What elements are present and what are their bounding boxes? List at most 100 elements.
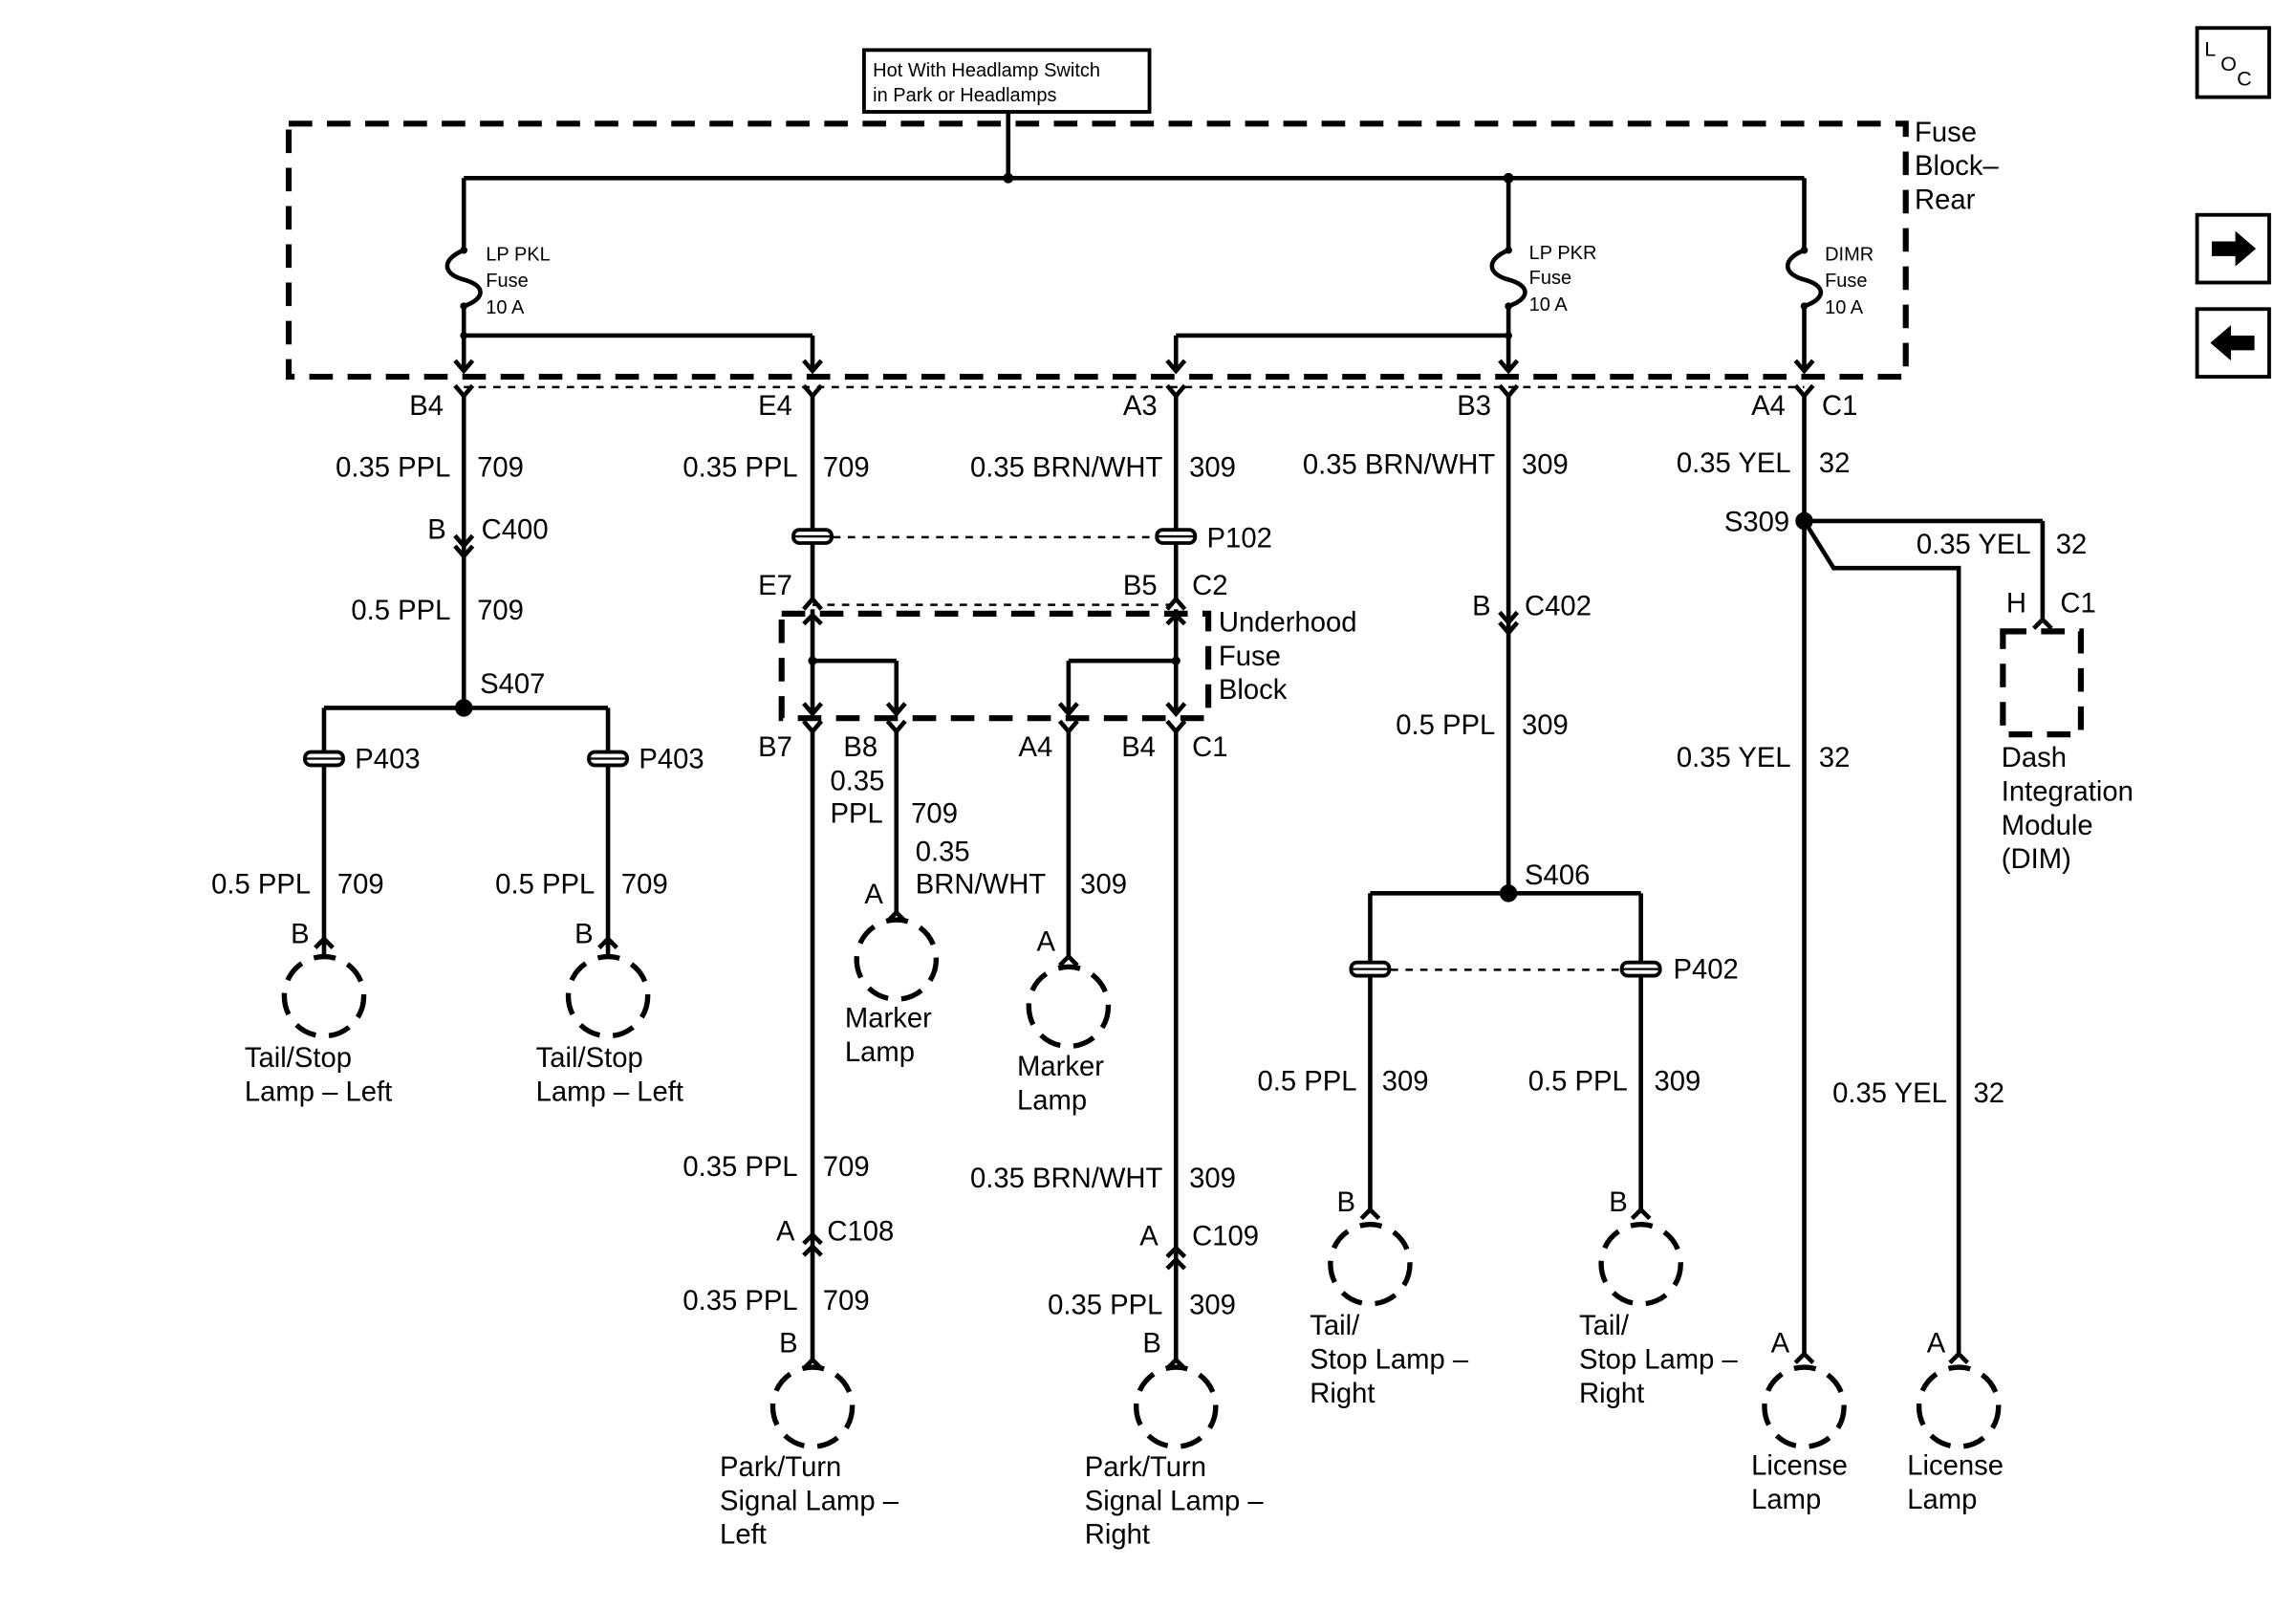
- lamp-license-1-line1: License: [1751, 1450, 1848, 1481]
- fuse-lp-pkl-line1: LP PKL: [486, 244, 550, 265]
- c400-pin: B: [427, 514, 446, 545]
- wire-c402-gauge: 0.5 PPL: [1396, 710, 1495, 741]
- fuse-block-connectors: B4 E4 A3 B3 A4 C1: [409, 383, 1857, 422]
- wire-b7-gauge: 0.35 PPL: [682, 1152, 797, 1183]
- wire-a4-circuit: 32: [1819, 448, 1851, 479]
- wire-b7-circuit: 709: [823, 1152, 870, 1183]
- c402-label: C402: [1525, 591, 1592, 621]
- fuse-dimr-line2: Fuse: [1825, 271, 1867, 292]
- fuse-lp-pkl-line3: 10 A: [486, 297, 525, 318]
- lamp-tail-right-1-line2: Stop Lamp –: [1310, 1345, 1469, 1376]
- dim-pin: H: [2006, 588, 2026, 619]
- circuit-dimr: 0.35 YEL 32 S309 0.35 YEL 32 0.35 YEL 32…: [1677, 396, 2088, 1355]
- loc-letter-o: O: [2220, 52, 2237, 76]
- lamp-tail-stop-right-1: B Tail/ Stop Lamp – Right: [1310, 1187, 1469, 1409]
- fuse-lp-pkr: LP PKR Fuse 10 A: [1489, 243, 1596, 315]
- conn-c2: C2: [1192, 571, 1227, 601]
- power-source-box: Hot With Headlamp Switch in Park or Head…: [861, 48, 1152, 114]
- lamp-tail-left-1-line1: Tail/Stop: [245, 1043, 352, 1074]
- conn-a4: A4: [1751, 391, 1786, 422]
- lamp-park-right-pin: B: [1142, 1329, 1161, 1360]
- wire-tail-l2-circuit: 709: [621, 869, 668, 900]
- fuse-dimr-line3: 10 A: [1825, 297, 1864, 318]
- conn-a3: A3: [1123, 391, 1158, 422]
- circuit-park-left: 0.35 PPL 709 A C108 0.35 PPL 709: [682, 731, 894, 1360]
- conn-b5: B5: [1123, 571, 1158, 601]
- wire-a3-gauge: 0.35 BRN/WHT: [970, 453, 1163, 484]
- lamp-marker-2-pin: A: [1037, 926, 1056, 957]
- fuse-block-rear-label-line3: Rear: [1915, 185, 1976, 216]
- dim-connector: C1: [2060, 588, 2095, 619]
- fuse-block-rear-label-line1: Fuse: [1915, 118, 1977, 148]
- wire-s309-dim-gauge: 0.35 YEL: [1917, 530, 2031, 560]
- lamp-license-2-line1: License: [1907, 1450, 2004, 1481]
- wire-a4-gauge: 0.35 YEL: [1677, 448, 1791, 479]
- fuse-block-rear-label-line2: Block–: [1915, 151, 1999, 182]
- lamp-tail-right-1-pin: B: [1337, 1187, 1355, 1218]
- circuit-e4-a3: 0.35 PPL 709 0.35 BRN/WHT 309 P102 E7 B5…: [682, 396, 1357, 763]
- wire-a4-lower-gauge-line2: BRN/WHT: [916, 869, 1047, 900]
- wire-tail-l2-gauge: 0.5 PPL: [495, 869, 595, 900]
- fuse-lp-pkr-line3: 10 A: [1529, 294, 1569, 315]
- lamp-marker-1-pin: A: [864, 880, 883, 910]
- c400-label: C400: [482, 514, 549, 545]
- fuse-block-rear: Fuse Block– Rear: [285, 118, 1999, 381]
- p102-label: P102: [1207, 524, 1272, 555]
- lamp-tail-stop-right-2: B Tail/ Stop Lamp – Right: [1579, 1187, 1739, 1409]
- lamp-tail-right-2-line2: Stop Lamp –: [1579, 1345, 1739, 1376]
- underhood-label-line1: Underhood: [1219, 607, 1357, 638]
- wire-c1-gauge: 0.35 BRN/WHT: [970, 1164, 1163, 1194]
- lamp-license-1-pin: A: [1771, 1329, 1790, 1360]
- conn-a4-lower: A4: [1019, 732, 1053, 763]
- fuse-outputs: [453, 306, 1815, 375]
- wire-s309-dim-circuit: 32: [2056, 530, 2088, 560]
- lamp-tail-left-1-line2: Lamp – Left: [245, 1077, 392, 1107]
- conn-e4: E4: [758, 391, 792, 422]
- p403-left: P403: [355, 745, 420, 775]
- wire-tail-r1-circuit: 309: [1382, 1067, 1429, 1098]
- wire-b8-gauge-line1: 0.35: [831, 767, 885, 797]
- lamp-marker-1-line1: Marker: [845, 1003, 932, 1033]
- conn-b7: B7: [758, 732, 792, 763]
- lamp-license-2-line2: Lamp: [1907, 1485, 1977, 1515]
- conn-e7: E7: [758, 571, 792, 601]
- wire-tail-l1-gauge: 0.5 PPL: [211, 869, 311, 900]
- wire-c109-gauge: 0.35 PPL: [1048, 1291, 1162, 1321]
- conn-b4: B4: [409, 391, 444, 422]
- wire-s309-down-gauge: 0.35 YEL: [1677, 743, 1791, 773]
- arrow-left-icon[interactable]: [2195, 307, 2271, 379]
- lamp-marker-2-line1: Marker: [1017, 1052, 1104, 1082]
- loc-icon[interactable]: L O C: [2195, 26, 2271, 99]
- splice-s406: S406: [1525, 860, 1590, 891]
- p403-right: P403: [639, 745, 704, 775]
- splice-s309: S309: [1724, 508, 1789, 538]
- fuse-dimr-line1: DIMR: [1825, 244, 1874, 265]
- wire-b4-gauge: 0.35 PPL: [336, 453, 450, 484]
- fuse-lp-pkl-line2: Fuse: [486, 271, 528, 292]
- fuse-lp-pkr-line2: Fuse: [1529, 268, 1571, 289]
- lamp-license-1-line2: Lamp: [1751, 1485, 1821, 1515]
- p402-label: P402: [1674, 955, 1739, 986]
- wire-tail-r2-circuit: 309: [1655, 1067, 1701, 1098]
- wire-c400-circuit: 709: [477, 596, 524, 626]
- conn-b4-lower: B4: [1121, 732, 1156, 763]
- lamp-park-right-line1: Park/Turn: [1085, 1452, 1206, 1483]
- lamp-marker-2-line2: Lamp: [1017, 1086, 1087, 1117]
- dim-label-line3: Module: [2002, 811, 2093, 841]
- splice-s407: S407: [480, 669, 545, 700]
- lamp-tail-left-1-pin: B: [291, 920, 310, 950]
- wire-b3-circuit: 309: [1522, 450, 1569, 481]
- dim-label-line4: (DIM): [2002, 844, 2071, 875]
- underhood-label-line3: Block: [1219, 675, 1288, 706]
- lamp-marker-1: A Marker Lamp: [845, 880, 940, 1068]
- wire-b8-circuit: 709: [911, 798, 958, 829]
- lamp-tail-right-2-line3: Right: [1579, 1379, 1644, 1409]
- arrow-right-icon[interactable]: [2195, 212, 2271, 285]
- lamp-license-1: A License Lamp: [1751, 1329, 1848, 1515]
- lamp-tail-left-2-line2: Lamp – Left: [536, 1077, 683, 1107]
- lamp-park-left-pin: B: [779, 1329, 797, 1360]
- circuit-lp-pkr: 0.35 BRN/WHT 309 B C402 0.5 PPL 309 S406…: [1258, 396, 1739, 1210]
- circuit-lp-pkl: 0.35 PPL 709 B C400 0.5 PPL 709 S407 P40…: [211, 396, 704, 940]
- wire-tail-r1-gauge: 0.5 PPL: [1258, 1067, 1357, 1098]
- wire-c400-gauge: 0.5 PPL: [351, 596, 450, 626]
